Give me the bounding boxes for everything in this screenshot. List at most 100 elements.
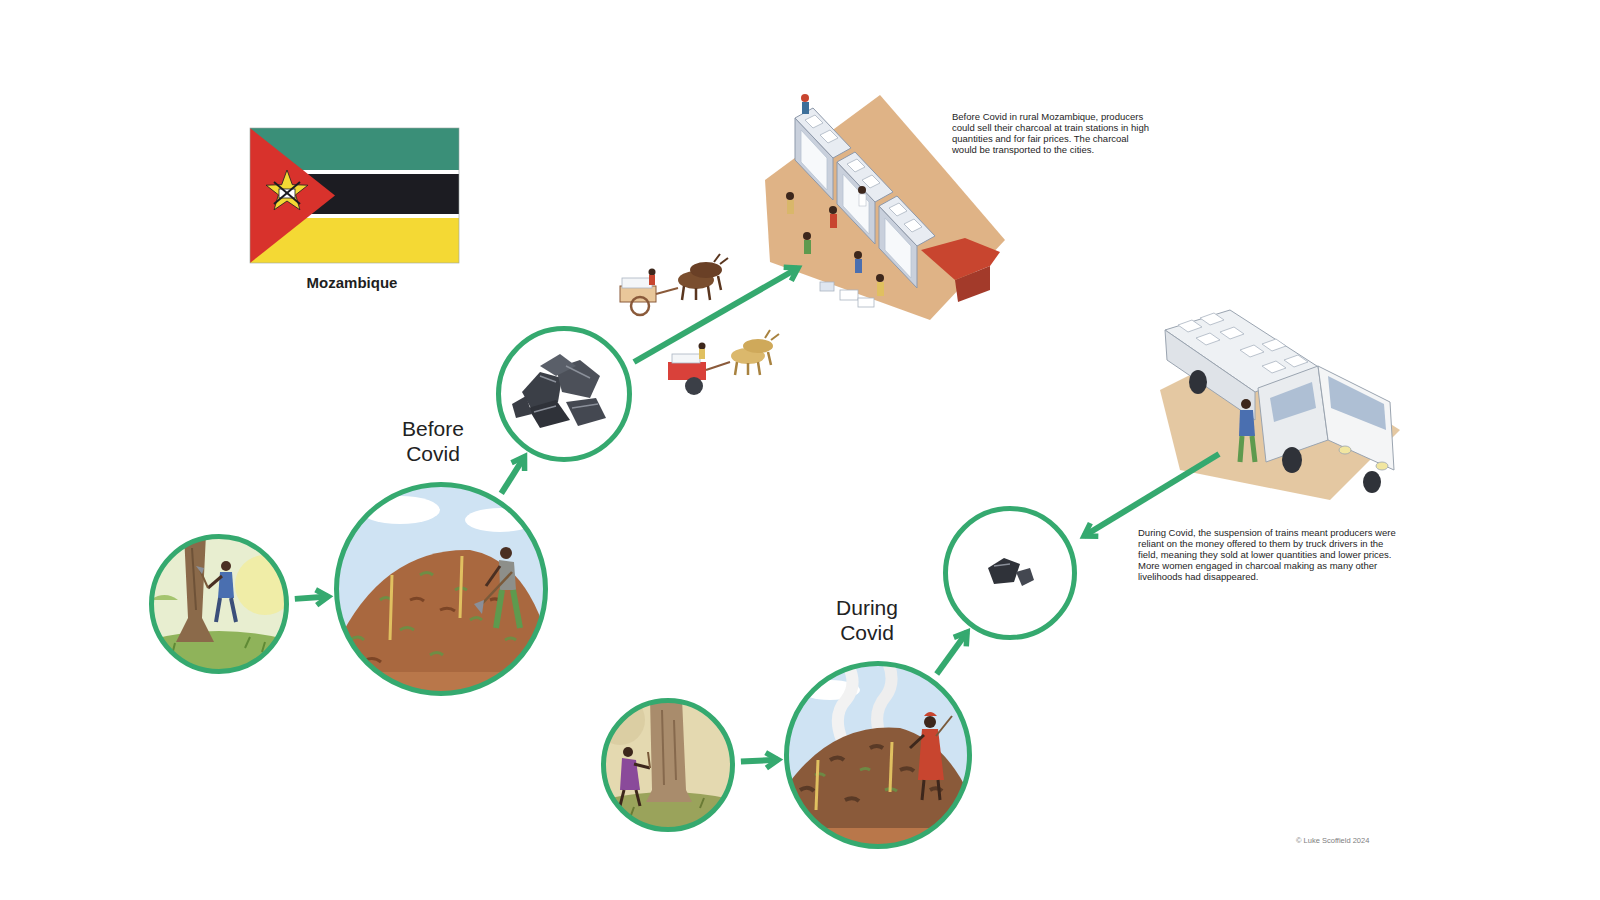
circle-outline xyxy=(149,534,289,674)
ox-cart xyxy=(735,352,771,375)
truck xyxy=(1318,366,1394,470)
truck xyxy=(1240,436,1255,462)
charcoal-pile xyxy=(528,400,570,428)
ox-cart xyxy=(706,362,730,370)
ox-cart xyxy=(668,330,779,395)
tree-cutting-scene xyxy=(196,566,204,574)
illustration-circle xyxy=(601,698,735,832)
truck xyxy=(1376,462,1388,470)
train-station xyxy=(858,298,874,307)
train-station xyxy=(858,186,866,194)
ox-cart xyxy=(685,377,703,395)
kiln-scene xyxy=(334,482,548,696)
kiln-scene xyxy=(936,716,952,736)
kiln-scene xyxy=(922,780,940,800)
truck xyxy=(1165,330,1255,420)
tree-cutting-scene xyxy=(208,576,222,588)
charcoal-pile xyxy=(566,398,606,426)
charcoal-pieces xyxy=(988,558,1020,584)
flow-arrow xyxy=(741,760,778,762)
mozambique-flag xyxy=(250,128,459,263)
ox-cart xyxy=(690,262,722,278)
circle-outline xyxy=(787,664,970,847)
circle-outline xyxy=(334,482,548,696)
train-station xyxy=(805,115,922,232)
illustration-circle: During Covid xyxy=(784,661,972,849)
tree-cutting-scene xyxy=(601,698,735,832)
circle-outline xyxy=(152,537,287,672)
ox-cart xyxy=(699,343,706,350)
circle-outline xyxy=(946,509,1075,638)
note-text: Before Covid in rural Mozambique, produc… xyxy=(952,111,1154,155)
ox-cart xyxy=(668,362,706,380)
kiln-scene xyxy=(924,712,937,716)
kiln-scene xyxy=(365,598,502,662)
circle-outline xyxy=(784,661,972,849)
kiln-scene xyxy=(910,735,924,748)
ox-cart xyxy=(622,278,652,288)
tree-cutting-scene xyxy=(192,548,196,610)
kiln-scene xyxy=(815,769,897,792)
charcoal-pieces xyxy=(994,564,1010,566)
tree-cutting-scene xyxy=(646,698,692,802)
circle-outline xyxy=(943,506,1077,640)
charcoal-pile xyxy=(534,366,598,412)
kiln-scene xyxy=(460,556,462,618)
charcoal-pieces xyxy=(943,506,1077,640)
tree-cutting-scene xyxy=(662,710,676,785)
train-station xyxy=(820,282,834,291)
circle-outline xyxy=(601,698,735,832)
kiln-scene xyxy=(877,662,891,735)
ox-cart xyxy=(620,254,728,315)
circle-outline xyxy=(496,326,632,462)
truck xyxy=(1239,410,1255,436)
circle-outline xyxy=(337,485,546,694)
circle-outline xyxy=(499,329,630,460)
truck xyxy=(1282,447,1302,473)
mozambique-flag xyxy=(250,128,335,263)
train-station xyxy=(876,274,884,282)
truck xyxy=(1270,382,1316,422)
stage-heading: Before Covid xyxy=(383,416,483,466)
kiln-scene xyxy=(334,550,548,696)
illustration-circle xyxy=(943,506,1077,640)
illustration-circle xyxy=(496,326,632,462)
charcoal-pile xyxy=(496,326,632,462)
kiln-scene xyxy=(390,575,392,640)
flow-arrow xyxy=(501,457,524,494)
illustration-circle xyxy=(149,534,289,674)
train-station xyxy=(855,259,862,273)
charcoal-pile xyxy=(540,354,576,376)
flow-arrow xyxy=(937,632,967,674)
tree-cutting-scene xyxy=(620,758,640,790)
country-name: Mozambique xyxy=(252,274,452,291)
mozambique-flag xyxy=(274,182,300,204)
ox-cart xyxy=(682,276,721,300)
train-station xyxy=(801,94,809,102)
ox-cart xyxy=(649,275,655,285)
tree-cutting-scene xyxy=(623,747,633,757)
kiln-scene xyxy=(924,716,936,728)
kiln-scene xyxy=(890,742,892,792)
truck xyxy=(1328,376,1386,430)
kiln-scene xyxy=(784,661,972,849)
flow-arrow xyxy=(1084,454,1219,536)
tree-cutting-scene xyxy=(620,790,640,806)
ox-cart xyxy=(649,269,656,276)
kiln-scene xyxy=(474,600,484,614)
kiln-scene xyxy=(350,573,516,656)
charcoal-pieces xyxy=(943,506,1077,640)
train-station xyxy=(955,266,990,302)
stage-heading: During Covid xyxy=(817,595,917,645)
kiln-scene xyxy=(500,547,512,559)
flow-arrow xyxy=(295,597,328,599)
train-station xyxy=(803,232,811,240)
ox-cart xyxy=(631,297,649,315)
truck xyxy=(1339,446,1351,454)
train-station xyxy=(801,130,911,278)
copyright-note: © Luke Scoffield 2024 xyxy=(1296,836,1416,845)
truck xyxy=(1189,370,1207,394)
